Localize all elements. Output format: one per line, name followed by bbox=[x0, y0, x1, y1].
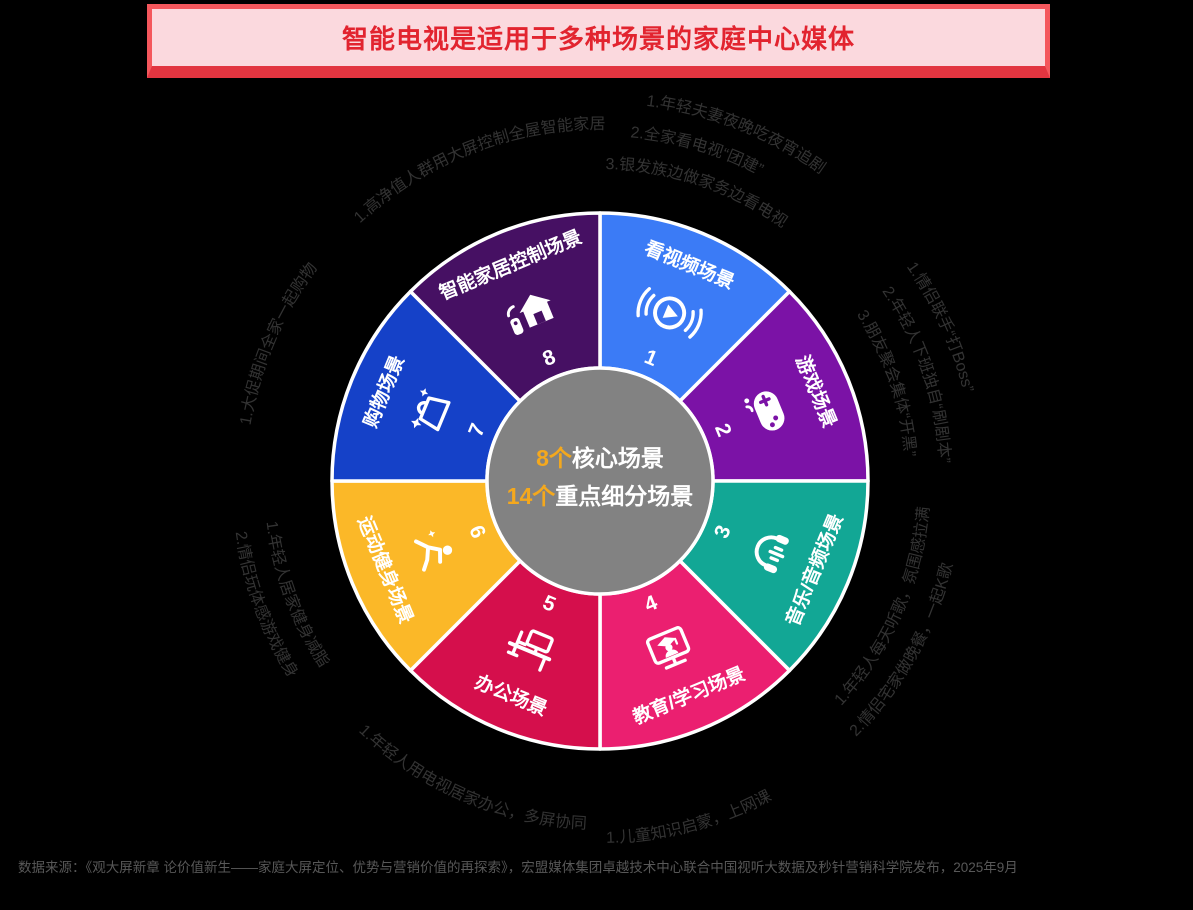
shopping-icon bbox=[410, 388, 451, 432]
wheel-hub bbox=[485, 366, 715, 596]
core-scenarios-line: 8个核心场景 bbox=[507, 439, 694, 477]
core-scenarios-label: 核心场景 bbox=[571, 445, 664, 471]
source-note: 数据来源：《观大屏新章 论价值新生——家庭大屏定位、优势与营销价值的再探索》，宏… bbox=[18, 860, 1018, 875]
sub-scenarios-line: 14个重点细分场景 bbox=[507, 477, 694, 515]
title-banner: 智能电视是适用于多种场景的家庭中心媒体 bbox=[147, 4, 1050, 78]
gamepad-icon bbox=[744, 391, 785, 431]
education-icon bbox=[645, 626, 691, 670]
fitness-icon bbox=[414, 530, 453, 572]
smart-home-icon bbox=[506, 294, 554, 335]
wheel-center-label: 8个核心场景 14个重点细分场景 bbox=[507, 439, 694, 515]
video-play-icon bbox=[636, 287, 703, 339]
scenario-annotation: 1.高净值人群用大屏控制全屋智能家居 bbox=[351, 115, 605, 226]
sub-scenarios-label: 重点细分场景 bbox=[555, 483, 694, 509]
sub-scenarios-count: 14个 bbox=[506, 483, 556, 509]
music-audio-icon bbox=[754, 534, 789, 574]
scenario-annotation: 1.大促期间全家一起购物 bbox=[238, 259, 321, 426]
core-scenarios-count: 8个 bbox=[536, 445, 572, 471]
page-title: 智能电视是适用于多种场景的家庭中心媒体 bbox=[341, 24, 855, 54]
office-desk-icon bbox=[506, 629, 554, 672]
scenario-annotation: 1.儿童知识启蒙，上网课 bbox=[606, 787, 775, 847]
